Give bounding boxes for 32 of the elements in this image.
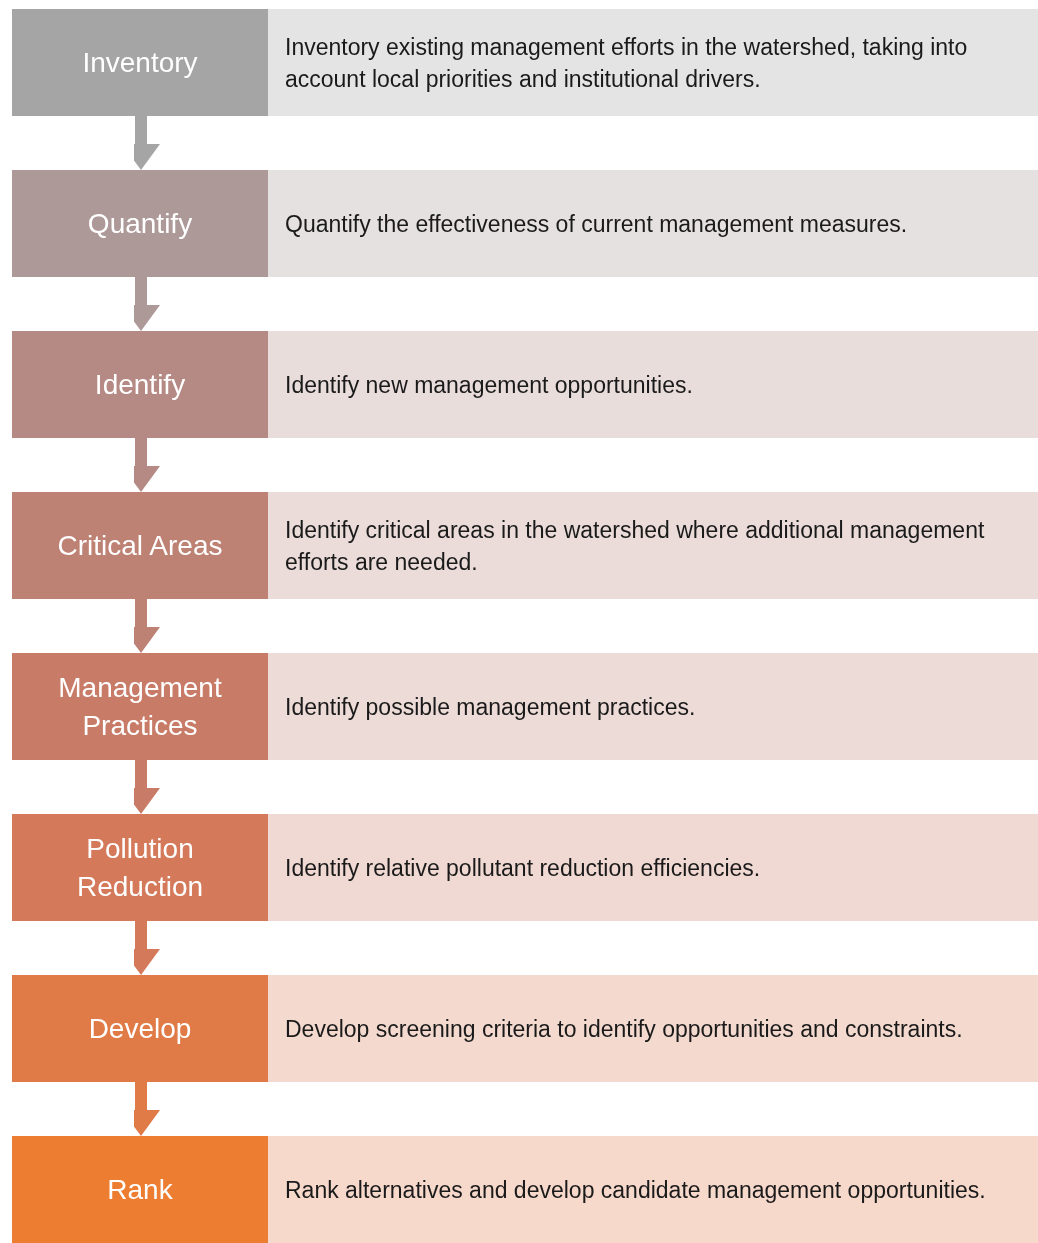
description-box [268, 170, 1038, 277]
step-title: Management Practices [57, 670, 223, 743]
step-description: Inventory existing management efforts in the watershed, taking into account local priorities and institutional drivers. [285, 32, 969, 94]
description-box [268, 9, 1038, 116]
step-box [12, 9, 268, 116]
step-box [12, 170, 268, 277]
step-box [12, 1136, 268, 1243]
step-description: Identify relative pollutant reduction efficiencies. [285, 853, 762, 883]
step-title: Develop [88, 1011, 192, 1046]
step-title: Quantify [87, 206, 193, 241]
step-description: Quantify the effectiveness of current management measures. [285, 209, 909, 239]
step-box [12, 492, 268, 599]
step-description: Identify new management opportunities. [285, 370, 694, 400]
description-box [268, 492, 1038, 599]
description-box [268, 653, 1038, 760]
step-title: Pollution Reduction [75, 831, 205, 904]
description-box [268, 814, 1038, 921]
step-title: Rank [107, 1172, 173, 1207]
step-box [12, 653, 268, 760]
description-box [268, 331, 1038, 438]
step-description: Rank alternatives and develop candidate management opportunities. [285, 1175, 987, 1205]
step-title: Inventory [82, 45, 198, 80]
description-box [268, 1136, 1038, 1243]
step-title: Identify [94, 367, 186, 402]
step-description: Identify possible management practices. [285, 692, 697, 722]
step-description: Develop screening criteria to identify opportunities and constraints. [285, 1014, 964, 1044]
step-box [12, 814, 268, 921]
step-description: Identify critical areas in the watershed where additional management efforts are needed. [285, 515, 986, 577]
description-box [268, 975, 1038, 1082]
step-box [12, 331, 268, 438]
step-title: Critical Areas [57, 528, 223, 563]
step-box [12, 975, 268, 1082]
